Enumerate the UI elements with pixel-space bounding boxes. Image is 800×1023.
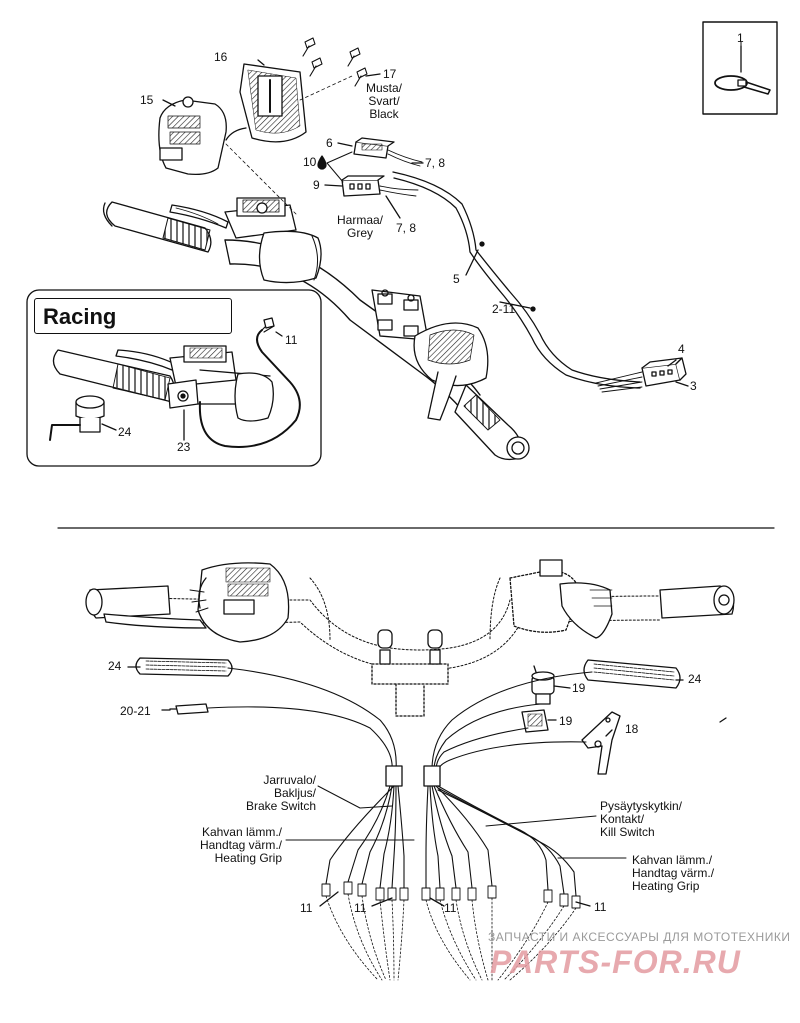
label-11-racing: 11: [285, 333, 298, 347]
callout-heating-grip-left-line-1: Kahvan lämm./: [201, 825, 282, 839]
label-17: 17: [383, 67, 397, 81]
wire-color-grey-line-1: Harmaa/: [336, 213, 383, 227]
wire-color-black-line-1: Musta/: [365, 81, 402, 95]
label-18: 18: [625, 722, 639, 736]
racing-title: Racing: [34, 298, 232, 334]
wire-color-black: Musta/ Svart/ Black: [356, 82, 412, 121]
connector-9: [341, 175, 419, 197]
label-11-bottom-4: 11: [594, 900, 607, 914]
label-4: 4: [678, 342, 685, 356]
callout-brake-switch-line-1: Jarruvalo/: [263, 773, 316, 787]
callout-brake-switch-line-2: Bakljus/: [273, 786, 316, 800]
label-7-8-top: 7, 8: [425, 156, 446, 170]
callout-heating-grip-left-line-3: Heating Grip: [214, 851, 282, 865]
label-3: 3: [690, 379, 697, 393]
cover-16: [225, 63, 307, 143]
callout-heating-grip-right-line-2: Handtag värm./: [632, 866, 715, 880]
switch-housing-15: [158, 96, 227, 176]
label-20-21: 20-21: [120, 704, 151, 718]
label-9: 9: [313, 178, 320, 192]
wire-color-grey-line-2: Grey: [346, 226, 373, 240]
lower-right-housing: [509, 559, 613, 639]
label-24-right: 24: [688, 672, 702, 686]
callout-kill-switch-line-3: Kill Switch: [600, 825, 655, 839]
connector-20-21: [169, 703, 209, 715]
label-16: 16: [214, 50, 228, 64]
label-7-8-bottom: 7, 8: [396, 221, 417, 235]
wire-color-grey: Harmaa/ Grey: [330, 214, 390, 240]
upper-clamp: [371, 289, 429, 341]
connector-4: [641, 357, 687, 387]
label-24-racing: 24: [118, 425, 132, 439]
switch-23: [167, 379, 199, 409]
watermark-brand: PARTS-FOR.RU: [490, 944, 741, 980]
callout-heating-grip-right: Kahvan lämm./ Handtag värm./ Heating Gri…: [632, 854, 714, 893]
label-2-11: 2-11: [492, 302, 516, 316]
label-6: 6: [326, 136, 333, 150]
label-24-left: 24: [108, 659, 122, 673]
callout-heating-grip-left-line-2: Handtag värm./: [199, 838, 282, 852]
label-23: 23: [177, 440, 191, 454]
callout-brake-switch-line-3: Brake Switch: [245, 799, 316, 813]
lower-left-housing: [189, 562, 290, 643]
watermark-tagline: ЗАПЧАСТИ И АКСЕССУАРЫ ДЛЯ МОТОТЕХНИКИ: [488, 930, 791, 944]
label-11-bottom-3: 11: [444, 901, 457, 915]
label-19-bottom: 19: [559, 714, 573, 728]
callout-heating-grip-right-line-1: Kahvan lämm./: [632, 853, 713, 867]
wire-color-black-line-2: Svart/: [368, 94, 400, 108]
cable-tie-box: [702, 21, 778, 115]
label-19-top: 19: [572, 681, 586, 695]
callout-kill-switch-line-2: Kontakt/: [600, 812, 645, 826]
upper-left-grip: [102, 201, 212, 253]
grip-heater-24-left: [135, 657, 233, 677]
wire-color-black-line-3: Black: [369, 107, 399, 121]
callout-kill-switch-line-1: Pysäytyskytkin/: [600, 799, 683, 813]
racing-box: [26, 289, 322, 467]
upper-left-housing: [224, 197, 297, 239]
switch-24-racing: [49, 395, 105, 441]
switch-19-top: [531, 665, 555, 705]
callout-heating-grip-right-line-3: Heating Grip: [632, 879, 700, 893]
bracket-18: [581, 711, 621, 775]
label-11-bottom-2: 11: [354, 901, 367, 915]
screws-17: [302, 37, 368, 87]
label-10: 10: [303, 155, 317, 169]
callout-heating-grip-left: Kahvan lämm./ Handtag värm./ Heating Gri…: [170, 826, 282, 865]
upper-right-housing: [413, 322, 489, 421]
label-5: 5: [453, 272, 460, 286]
connector-6: [353, 137, 423, 167]
callout-kill-switch: Pysäytyskytkin/ Kontakt/ Kill Switch: [600, 800, 682, 839]
callout-brake-switch: Jarruvalo/ Bakljus/ Brake Switch: [206, 774, 316, 813]
label-11-bottom-1: 11: [300, 901, 313, 915]
sensor-19-bottom: [521, 709, 549, 733]
grip-heater-24-right: [583, 659, 681, 689]
label-1: 1: [737, 31, 744, 45]
label-15: 15: [140, 93, 154, 107]
lower-clamp: [371, 629, 449, 717]
